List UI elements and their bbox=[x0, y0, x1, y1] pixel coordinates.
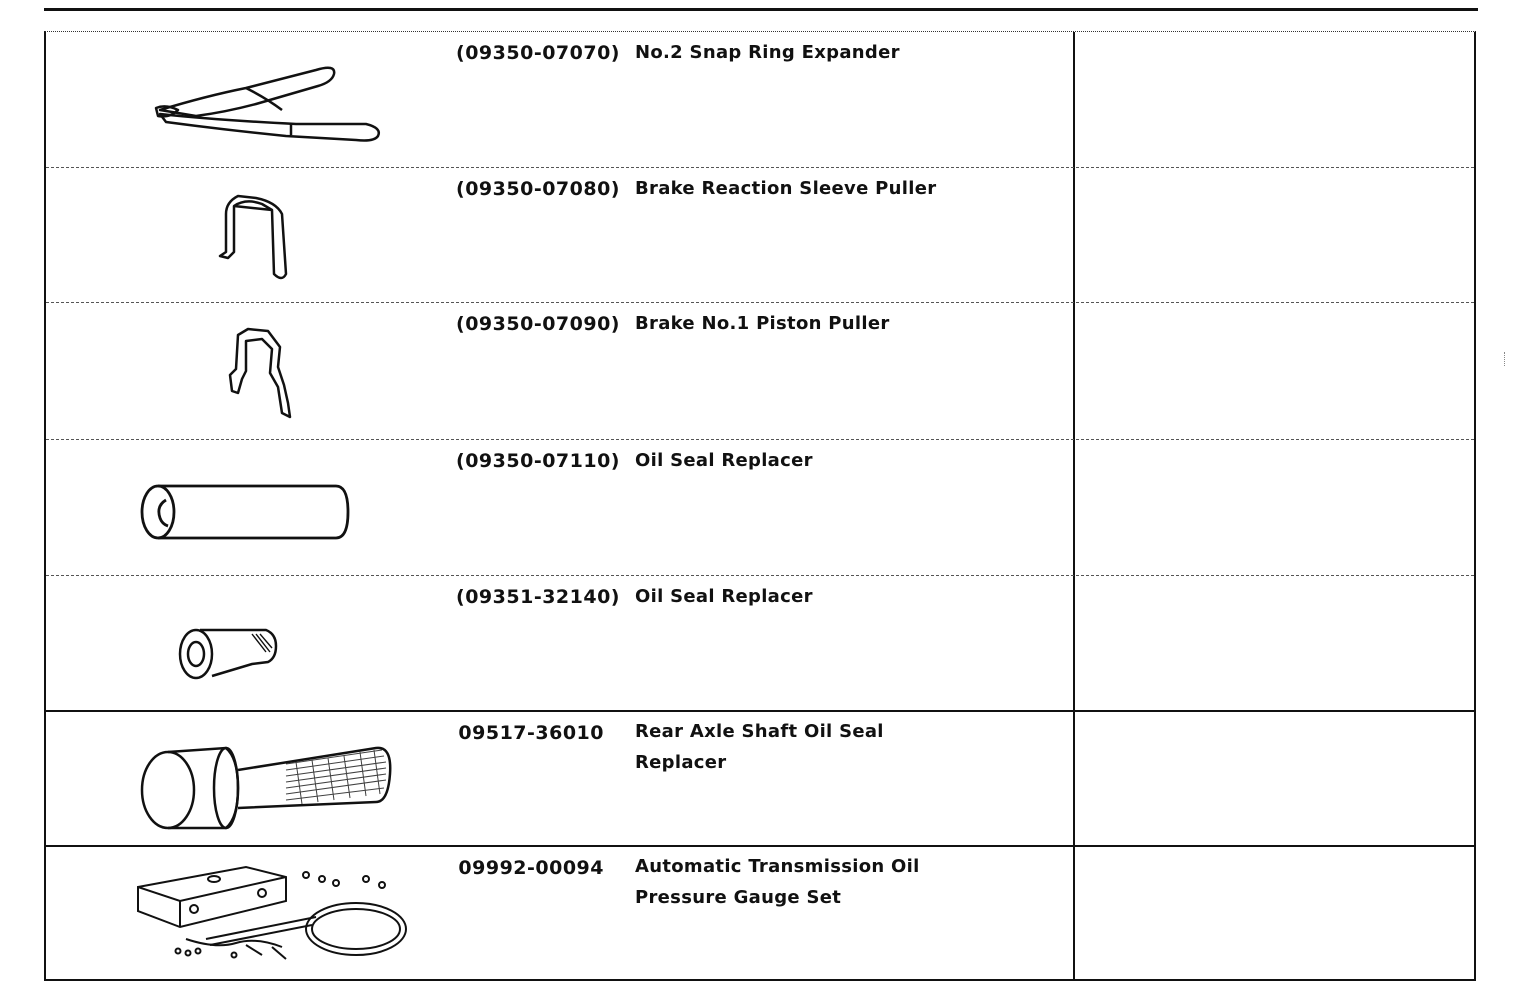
tool-name-line: Pressure Gauge Set bbox=[635, 887, 842, 908]
tool-name: Oil Seal Replacer bbox=[635, 450, 813, 471]
axle-seal-replacer-icon bbox=[140, 746, 392, 830]
table-row: (09350-07080) Brake Reaction Sleeve Pull… bbox=[46, 167, 1474, 302]
piston-puller-icon bbox=[228, 327, 292, 419]
oil-seal-replacer-small-icon bbox=[178, 628, 278, 680]
table-row: 09992-00094 Automatic Transmission Oil P… bbox=[46, 845, 1474, 982]
snap-ring-expander-icon bbox=[154, 66, 380, 142]
tool-name: No.2 Snap Ring Expander bbox=[635, 42, 900, 63]
pressure-gauge-set-icon bbox=[137, 865, 407, 960]
tool-name-line: Replacer bbox=[635, 752, 727, 773]
tool-name-line: Automatic Transmission Oil bbox=[635, 856, 920, 877]
column-divider bbox=[1073, 32, 1075, 979]
sleeve-puller-icon bbox=[218, 194, 288, 280]
part-number: (09350-07070) bbox=[456, 42, 620, 64]
part-number: (09351-32140) bbox=[456, 586, 620, 608]
tool-name: Automatic Transmission Oil Pressure Gaug… bbox=[635, 851, 1035, 913]
table-row: (09350-07110) Oil Seal Replacer bbox=[46, 439, 1474, 575]
part-number: 09517-36010 bbox=[458, 722, 604, 744]
oil-seal-replacer-tube-icon bbox=[140, 484, 350, 540]
margin-mark bbox=[1504, 352, 1509, 366]
tool-name: Rear Axle Shaft Oil Seal Replacer bbox=[635, 716, 1035, 778]
part-number: (09350-07080) bbox=[456, 178, 620, 200]
table-row: (09350-07090) Brake No.1 Piston Puller bbox=[46, 302, 1474, 439]
part-number: 09992-00094 bbox=[458, 857, 604, 879]
sst-table: (09350-07070) No.2 Snap Ring Expander (0… bbox=[44, 31, 1476, 981]
tool-name-line: Rear Axle Shaft Oil Seal bbox=[635, 721, 884, 742]
tool-name: Brake Reaction Sleeve Puller bbox=[635, 178, 937, 199]
part-number: (09350-07110) bbox=[456, 450, 620, 472]
part-number: (09350-07090) bbox=[456, 313, 620, 335]
top-rule bbox=[44, 8, 1478, 11]
tool-name: Oil Seal Replacer bbox=[635, 586, 813, 607]
table-row: (09351-32140) Oil Seal Replacer bbox=[46, 575, 1474, 710]
tool-name: Brake No.1 Piston Puller bbox=[635, 313, 890, 334]
table-row: (09350-07070) No.2 Snap Ring Expander bbox=[46, 32, 1474, 167]
table-row: 09517-36010 Rear Axle Shaft Oil Seal Rep… bbox=[46, 710, 1474, 845]
